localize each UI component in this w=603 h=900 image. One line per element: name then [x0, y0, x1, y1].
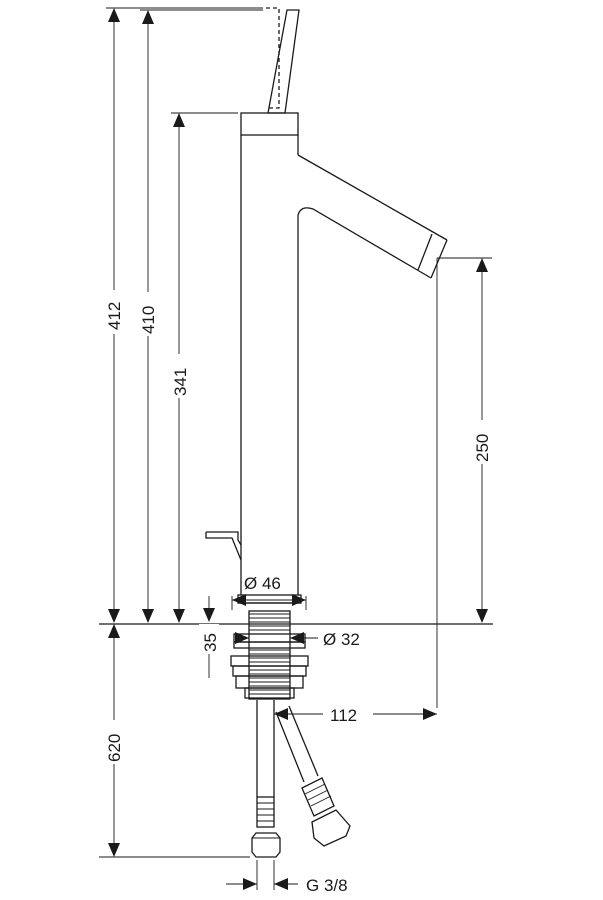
- dim-total-height: 412: [105, 302, 124, 330]
- dimension-labels: 412 410 341 250 620 35 Ø 46 Ø 32 112 G 3…: [104, 290, 492, 895]
- dim-spout-height: 250: [473, 434, 492, 462]
- dim-body-height: 341: [171, 368, 190, 396]
- dim-base-diameter: Ø 46: [244, 574, 281, 593]
- dim-height-to-handle: 410: [139, 306, 158, 334]
- dim-connection-thread: G 3/8: [306, 876, 348, 895]
- mounting-assembly: [99, 594, 493, 700]
- dim-spout-reach: 112: [330, 706, 357, 725]
- dimension-lines: [99, 7, 492, 890]
- dim-thread-diameter: Ø 32: [323, 630, 360, 649]
- faucet-body: [205, 7, 448, 595]
- dim-mount-depth: 35: [201, 633, 220, 652]
- dim-hose-length: 620: [105, 734, 124, 762]
- supply-hoses: [251, 700, 351, 858]
